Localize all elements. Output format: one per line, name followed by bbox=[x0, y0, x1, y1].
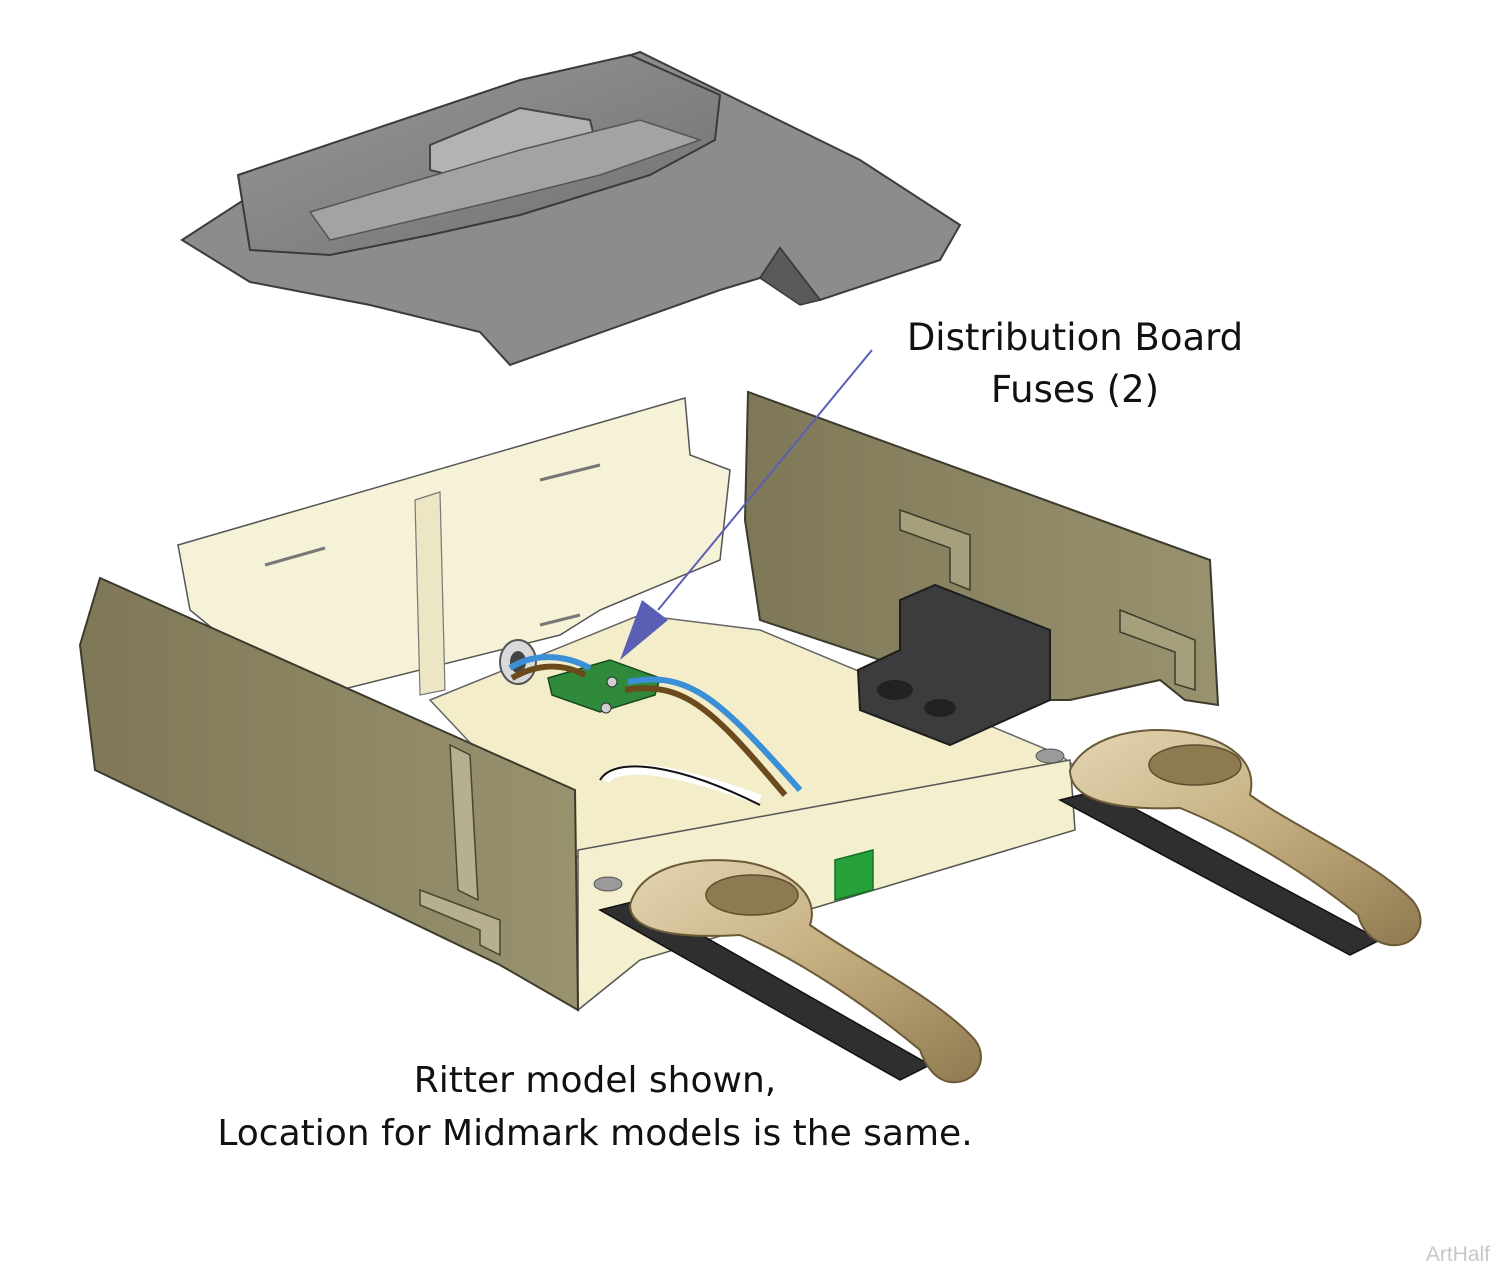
wire-blue-right bbox=[627, 676, 803, 792]
back-wall-slot-a bbox=[264, 546, 326, 567]
top-cover bbox=[180, 50, 962, 367]
back-wall-slot bbox=[414, 491, 446, 696]
left-panel-slot-2 bbox=[419, 888, 501, 957]
pointer-line bbox=[657, 349, 873, 611]
connector-block bbox=[856, 583, 1051, 747]
pointer-arrowhead bbox=[620, 600, 668, 660]
callout-line-2: Fuses (2) bbox=[990, 368, 1160, 411]
connector-port-1 bbox=[877, 680, 913, 700]
chassis bbox=[78, 390, 1422, 1084]
right-wall-bracket-2 bbox=[1119, 608, 1196, 692]
board-fuse-2 bbox=[600, 702, 612, 714]
wire-white-outline bbox=[599, 765, 761, 806]
board-fuse-1 bbox=[606, 676, 618, 688]
caption-line-1: Ritter model shown, bbox=[413, 1060, 777, 1101]
watermark: ArtHalf bbox=[1425, 1243, 1490, 1266]
handle-right bbox=[1068, 729, 1422, 947]
mount-hole-1 bbox=[593, 876, 623, 892]
status-indicator bbox=[834, 849, 874, 901]
wire-blue-left bbox=[508, 654, 592, 671]
cover-notch bbox=[758, 246, 822, 306]
back-wall-slot-b bbox=[539, 463, 601, 482]
cover-ridge bbox=[308, 119, 703, 241]
callout-label: Distribution Board Fuses (2) bbox=[880, 312, 1270, 416]
wire-white bbox=[601, 764, 762, 805]
back-wall-slot-c bbox=[539, 613, 581, 627]
chassis-right-wall bbox=[743, 390, 1220, 707]
handle-left bbox=[628, 859, 982, 1084]
caption: Ritter model shown, Location for Midmark… bbox=[150, 1054, 1040, 1160]
wire-brown-right bbox=[624, 685, 788, 797]
mount-hole-2 bbox=[1035, 748, 1065, 764]
wire-brown-left bbox=[510, 663, 587, 681]
left-panel-slot-1 bbox=[449, 743, 479, 902]
caption-line-2: Location for Midmark models is the same. bbox=[217, 1113, 973, 1154]
connector-port-2 bbox=[924, 699, 956, 717]
right-wall-bracket-1 bbox=[899, 508, 971, 592]
callout-line-1: Distribution Board bbox=[906, 316, 1244, 359]
callout-pointer bbox=[620, 349, 873, 660]
